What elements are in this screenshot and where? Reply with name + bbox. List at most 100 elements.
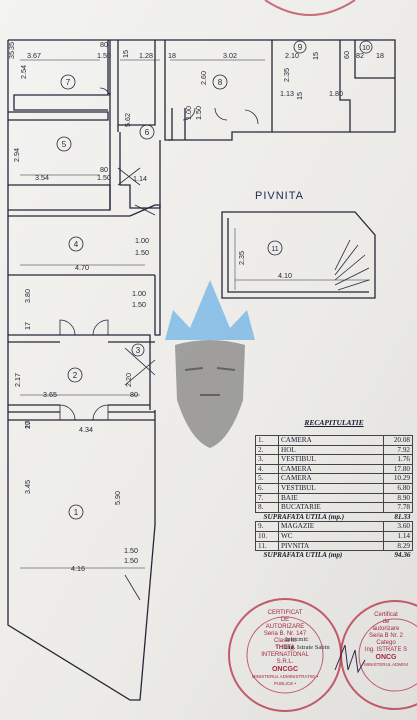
dimension-label: 80 bbox=[100, 40, 108, 49]
stamp-right-line: ONCG bbox=[375, 654, 397, 661]
room-number-7: 7 bbox=[66, 78, 71, 87]
signer-block: Intocmit: Ing. Istrate Sabin bbox=[285, 636, 330, 652]
room-number-4: 4 bbox=[74, 240, 79, 249]
stamp-left-line: Clasa III bbox=[273, 638, 296, 644]
recap-sum-value: 81.33 bbox=[394, 512, 411, 521]
recap-cell: 10. bbox=[255, 530, 279, 542]
recap-cell: 7. bbox=[255, 492, 279, 504]
room-number-10: 10 bbox=[362, 45, 370, 52]
dimension-label: 18 bbox=[168, 51, 176, 60]
dimension-label: 5.62 bbox=[123, 113, 132, 127]
recap-cell: 4. bbox=[255, 463, 279, 475]
stamp-right-line: de bbox=[382, 619, 390, 625]
dimension-label: 3.65 bbox=[43, 390, 57, 399]
recap-sum-value: 94.36 bbox=[394, 551, 411, 560]
recap-cell: 1.14 bbox=[383, 530, 413, 542]
recap-cell: 6. bbox=[255, 482, 279, 494]
dimension-label: 3.54 bbox=[35, 173, 49, 182]
recap-cell: 3.60 bbox=[383, 521, 413, 532]
dimension-label: 1.28 bbox=[139, 51, 153, 60]
dimension-label: 4.34 bbox=[79, 425, 93, 434]
recap-cell: 11. bbox=[255, 540, 279, 552]
stamp-left-line: DE bbox=[280, 617, 290, 623]
dimension-label: 82 bbox=[356, 51, 364, 60]
stamp-right-line: Ing. ISTRATE S bbox=[364, 647, 408, 653]
dimension-label: 1.50 bbox=[124, 556, 138, 565]
dimension-label: 3.80 bbox=[23, 289, 32, 303]
dimension-label: 1.50 bbox=[132, 300, 146, 309]
dimension-label: 1.50 bbox=[135, 248, 149, 257]
dimension-label: 2.94 bbox=[12, 148, 21, 162]
room-number-2: 2 bbox=[73, 371, 78, 380]
dimension-label: 35 bbox=[7, 42, 16, 50]
stamp-right-text: Certificat de autorizare Seria B Nr. 2 C… bbox=[355, 612, 417, 668]
stamp-right-line: Certificat bbox=[374, 612, 398, 618]
walls bbox=[7, 39, 396, 701]
stamp-right-line: Catego bbox=[376, 640, 396, 646]
recap-cell: 7.78 bbox=[383, 502, 413, 513]
signer-name: Ing. Istrate Sabin bbox=[285, 644, 330, 651]
dimension-label: 20 bbox=[23, 421, 32, 429]
recap-cell: 7.92 bbox=[383, 444, 413, 456]
dimension-label: 17 bbox=[23, 322, 32, 330]
recap-cell: BAIE bbox=[278, 492, 384, 504]
recap-cell: 3. bbox=[255, 454, 279, 465]
stamp-left-ring: MINISTERUL ADMINISTRATIEI • PUBLICE • bbox=[251, 674, 319, 686]
dimension-label: 60 bbox=[342, 51, 351, 59]
dimension-label: 2.20 bbox=[124, 373, 133, 387]
dimension-label: 4.16 bbox=[71, 564, 85, 573]
recap-cell: 8.90 bbox=[383, 492, 413, 504]
dimension-label: 15 bbox=[311, 52, 320, 60]
recap-cell: 20.08 bbox=[383, 435, 413, 446]
stamp-left-line: ONCGC bbox=[271, 666, 299, 673]
dimension-label: 15 bbox=[295, 92, 304, 100]
dimension-label: 1.50 bbox=[97, 51, 111, 60]
dimension-label: 1.14 bbox=[133, 174, 147, 183]
dimension-label: 2.35 bbox=[237, 251, 246, 265]
recap-cell: CAMERA bbox=[278, 435, 384, 446]
door-swings bbox=[59, 87, 370, 601]
dimension-label: 1.00 bbox=[132, 289, 146, 298]
dimension-label: 35 bbox=[7, 51, 16, 59]
recap-cell: 8. bbox=[255, 502, 279, 513]
stamp-left-line: AUTORIZARE bbox=[265, 624, 305, 630]
recap-sum-label: SUPRAFATA UTILA (mp) bbox=[263, 551, 343, 560]
recap-cell: CAMERA bbox=[278, 463, 384, 475]
dimension-label: 2.35 bbox=[282, 68, 291, 82]
dimension-label: 15 bbox=[121, 50, 130, 58]
stamp-left-line: INTERNATIONAL bbox=[261, 652, 309, 658]
recap-sum-row: SUPRAFATA UTILA (mp.)81.33 bbox=[256, 512, 413, 522]
signer-label: Intocmit: bbox=[285, 636, 309, 643]
dimension-label: 1.50 bbox=[97, 173, 111, 182]
room-number-5: 5 bbox=[62, 140, 67, 149]
dimension-label: 80 bbox=[130, 390, 138, 399]
dimension-label: 3.67 bbox=[27, 51, 41, 60]
dimension-label: 2.10 bbox=[285, 51, 299, 60]
room-number-11: 11 bbox=[271, 246, 278, 253]
recap-cell: 9. bbox=[255, 521, 279, 532]
recap-cell: PIVNITA bbox=[278, 540, 384, 552]
dimension-label: 4.10 bbox=[278, 271, 292, 280]
dimension-label: 3.02 bbox=[223, 51, 237, 60]
recap-cell: MAGAZIE bbox=[278, 521, 384, 532]
recap-sum-row: SUPRAFATA UTILA (mp) 94.36 bbox=[256, 551, 413, 560]
recap-cell: CAMERA bbox=[278, 473, 384, 484]
recap-cell: 6.80 bbox=[383, 482, 413, 494]
room-number-1: 1 bbox=[74, 508, 79, 517]
dimension-label: 1.50 bbox=[194, 106, 203, 120]
dimension-label: 17 bbox=[23, 421, 32, 429]
room-number-8: 8 bbox=[218, 78, 223, 87]
